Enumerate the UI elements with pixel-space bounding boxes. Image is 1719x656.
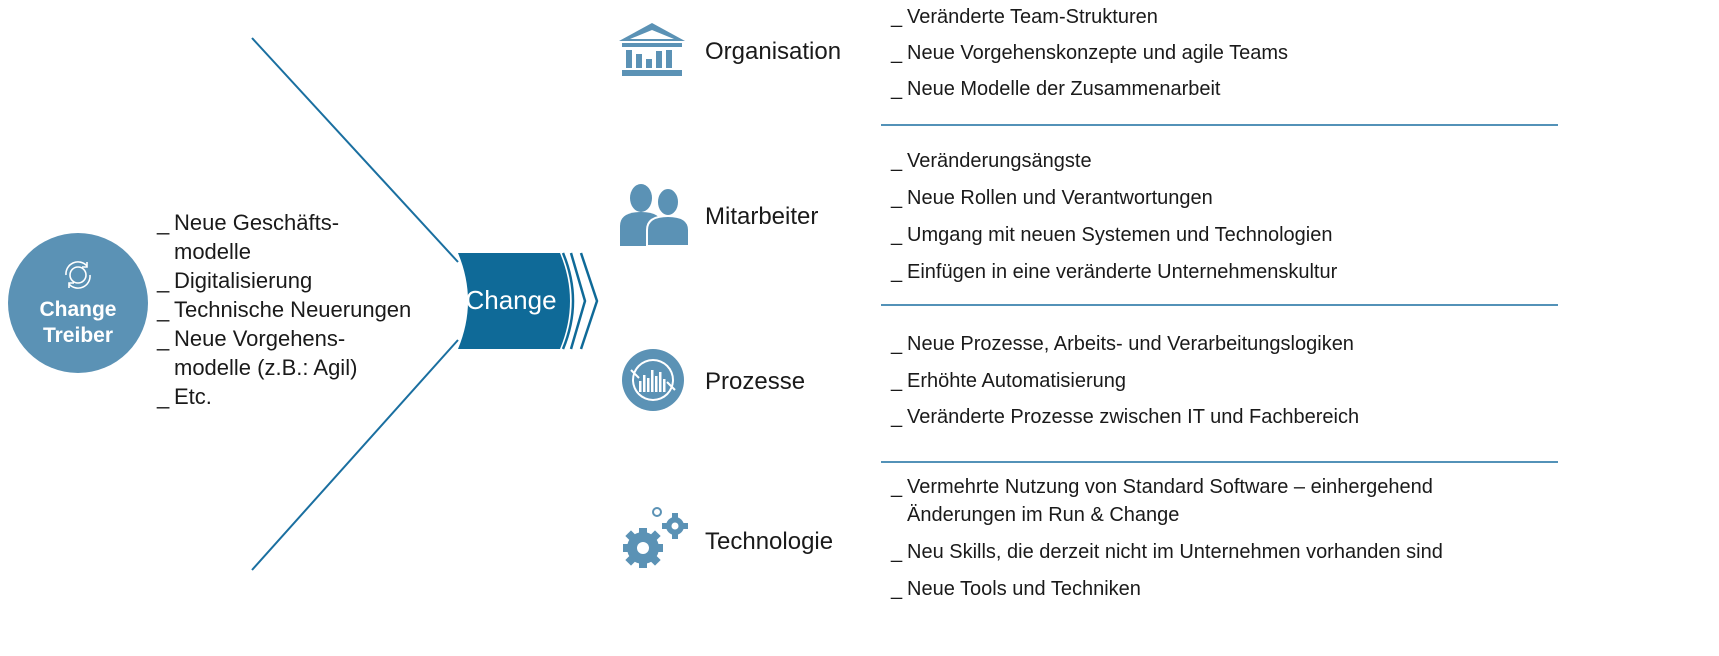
chevron-icon xyxy=(561,252,575,350)
upper-diagonal-line xyxy=(251,37,459,263)
list-item-text: Neue Prozesse, Arbeits- und Verarbeitung… xyxy=(907,333,1354,355)
list-item-text: Einfügen in eine veränderte Unternehmens… xyxy=(907,261,1338,283)
list-item: _Neue Modelle der Zusammenarbeit xyxy=(891,76,1221,102)
category-label-mitarbeiter: Mitarbeiter xyxy=(705,203,819,230)
list-item-text: Erhöhte Automatisierung xyxy=(907,370,1127,392)
list-item-text: Neue Rollen und Verantwortungen xyxy=(907,187,1213,209)
bullet-marker: _ xyxy=(891,476,903,498)
driver-item-continuation: modelle xyxy=(174,239,252,264)
driver-item-continuation: modelle (z.B.: Agil) xyxy=(174,355,358,380)
cycle-icon xyxy=(65,261,91,289)
building-icon xyxy=(619,23,685,76)
driver-label-line2: Treiber xyxy=(42,324,114,347)
list-item-continuation: Änderungen im Run & Change xyxy=(907,504,1180,526)
bullet-marker: _ xyxy=(157,326,170,351)
list-item: _Neue Rollen und Verantwortungen xyxy=(891,185,1213,211)
lower-diagonal-line xyxy=(251,339,459,571)
driver-item: _Etc. xyxy=(157,382,457,411)
list-item-text: Neue Tools und Techniken xyxy=(907,578,1141,600)
list-item-text: Veränderungsängste xyxy=(907,150,1092,172)
list-item: _Neu Skills, die derzeit nicht im Untern… xyxy=(891,539,1443,565)
list-item: _Neue Vorgehenskonzepte und agile Teams xyxy=(891,40,1288,66)
list-item: _Erhöhte Automatisierung xyxy=(891,368,1126,394)
bullet-marker: _ xyxy=(891,370,903,392)
driver-item-text: Neue Geschäfts- xyxy=(174,210,340,235)
list-item-text: Neu Skills, die derzeit nicht im Unterne… xyxy=(907,541,1443,563)
driver-item-text: Digitalisierung xyxy=(174,268,313,293)
bullet-marker: _ xyxy=(891,261,903,283)
bullet-marker: _ xyxy=(891,333,903,355)
change-arrow-body xyxy=(458,253,570,349)
list-item-text: Umgang mit neuen Systemen und Technologi… xyxy=(907,224,1333,246)
bullet-marker: _ xyxy=(891,6,903,28)
chevron-icon xyxy=(569,252,587,350)
driver-item: _Neue Vorgehens- xyxy=(157,324,457,353)
bullet-marker: _ xyxy=(891,42,903,64)
bullet-marker: _ xyxy=(891,578,903,600)
bullet-marker: _ xyxy=(891,541,903,563)
list-item: _Veränderte Prozesse zwischen IT und Fac… xyxy=(891,404,1359,430)
list-item-text: Veränderte Prozesse zwischen IT und Fach… xyxy=(907,406,1360,428)
bullet-marker: _ xyxy=(157,210,170,235)
list-item: _Vermehrte Nutzung von Standard Software… xyxy=(891,474,1433,500)
driver-item: _Digitalisierung xyxy=(157,266,457,295)
bullet-marker: _ xyxy=(157,297,170,322)
driver-item: _Neue Geschäfts- xyxy=(157,208,457,237)
driver-item-text: Neue Vorgehens- xyxy=(174,326,346,351)
list-item: _Umgang mit neuen Systemen und Technolog… xyxy=(891,222,1332,248)
bullet-marker: _ xyxy=(891,187,903,209)
list-item-text: Neue Vorgehenskonzepte und agile Teams xyxy=(907,42,1289,64)
driver-item: _Technische Neuerungen xyxy=(157,295,457,324)
list-item: _Neue Prozesse, Arbeits- und Verarbeitun… xyxy=(891,331,1354,357)
list-item-text: Neue Modelle der Zusammenarbeit xyxy=(907,78,1221,100)
list-item: _Neue Tools und Techniken xyxy=(891,576,1141,602)
list-item-text: Veränderte Team-Strukturen xyxy=(907,6,1158,28)
process-icon xyxy=(622,349,684,411)
bullet-marker: _ xyxy=(891,224,903,246)
chevron-icon xyxy=(579,252,599,350)
list-item: _Veränderte Team-Strukturen xyxy=(891,4,1158,30)
change-driver-circle: Change Treiber xyxy=(8,233,148,373)
bullet-marker: _ xyxy=(157,384,170,409)
category-label-organisation: Organisation xyxy=(705,38,842,65)
list-item-text: Vermehrte Nutzung von Standard Software … xyxy=(907,476,1433,498)
category-label-prozesse: Prozesse xyxy=(705,368,806,395)
driver-list: _Neue Geschäfts- modelle _Digitalisierun… xyxy=(157,208,457,411)
list-item: _Einfügen in eine veränderte Unternehmen… xyxy=(891,259,1337,285)
driver-item-text: Technische Neuerungen xyxy=(174,297,412,322)
people-icon xyxy=(620,184,690,247)
gears-icon xyxy=(623,507,688,568)
change-arrow xyxy=(458,252,599,350)
category-label-technologie: Technologie xyxy=(705,528,834,555)
bullet-marker: _ xyxy=(891,150,903,172)
bullet-marker: _ xyxy=(891,406,903,428)
bullet-marker: _ xyxy=(157,268,170,293)
driver-item-text: Etc. xyxy=(174,384,212,409)
driver-label-line1: Change xyxy=(39,298,117,321)
list-item: _Veränderungsängste xyxy=(891,148,1092,174)
bullet-marker: _ xyxy=(891,78,903,100)
change-label: Change xyxy=(465,285,557,315)
